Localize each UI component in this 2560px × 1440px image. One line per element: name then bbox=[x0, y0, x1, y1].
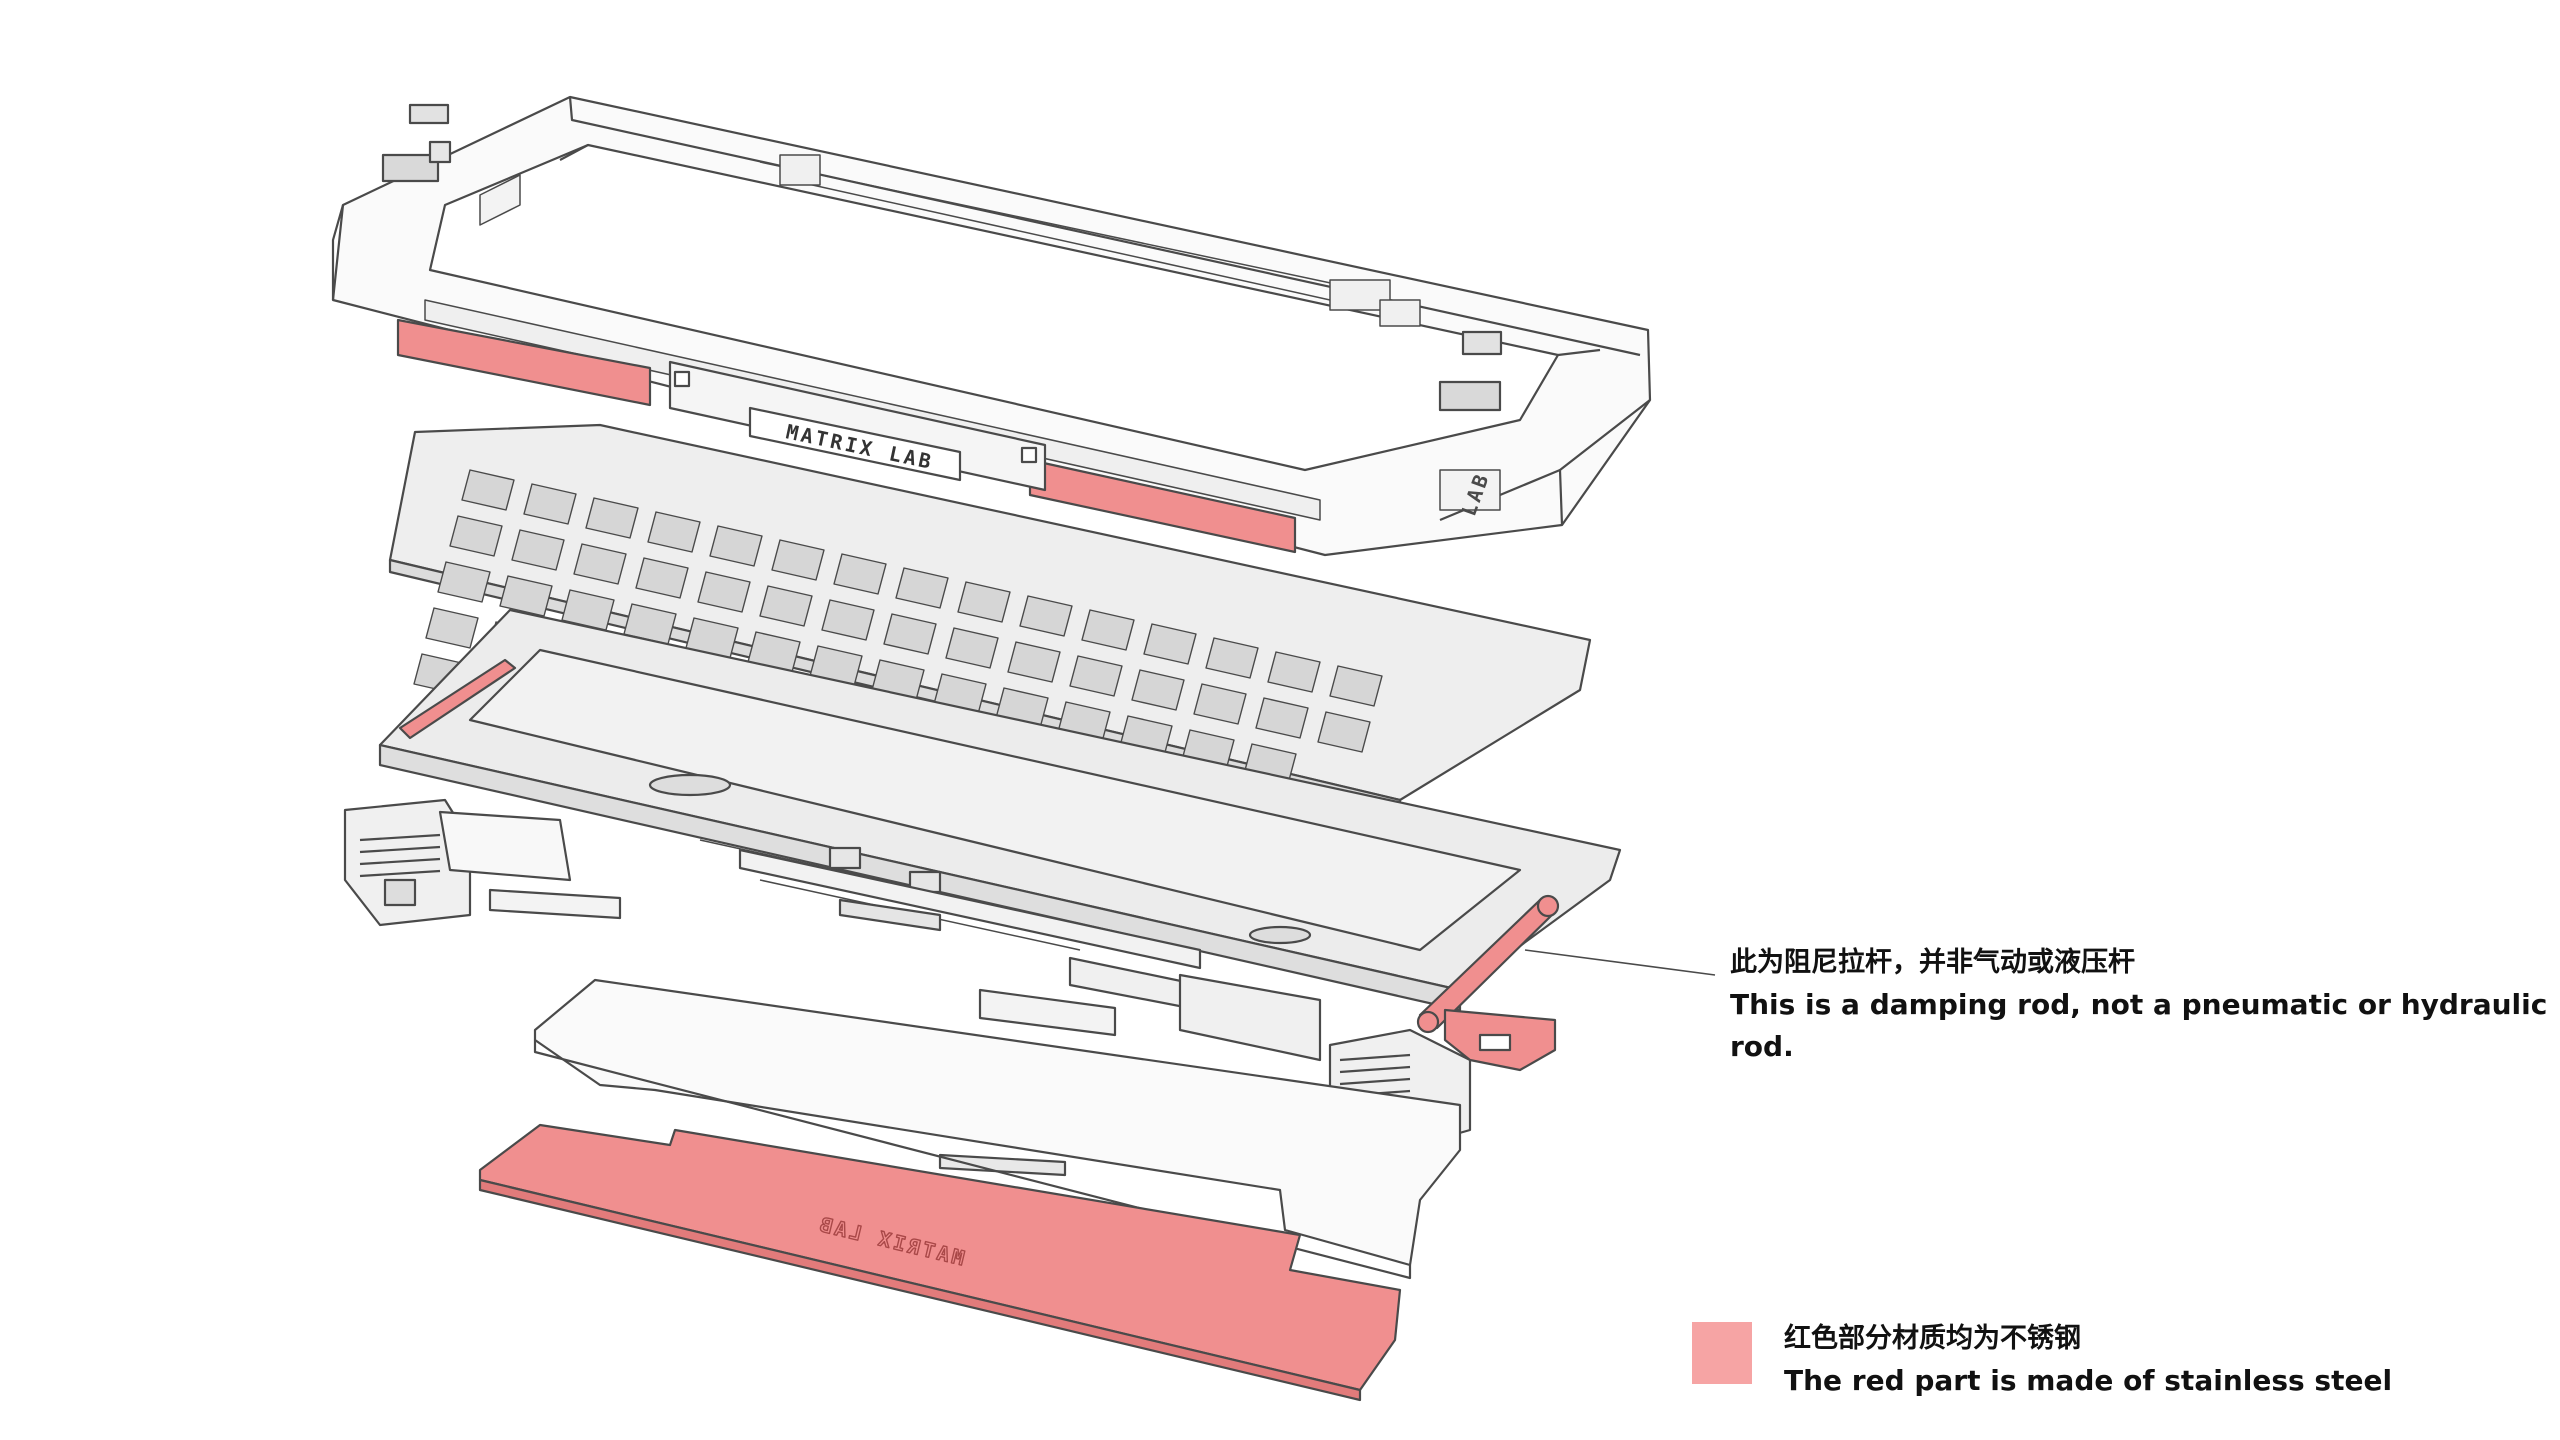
brand-badge: MATRIX LAB bbox=[668, 360, 1047, 492]
key-switch-cutout bbox=[1019, 595, 1073, 637]
key-switch-cutout bbox=[573, 543, 627, 585]
clear-bottom-plate bbox=[533, 978, 1462, 1267]
key-switch-cutout bbox=[895, 567, 949, 609]
rear-spring-block bbox=[488, 888, 622, 920]
key-switch-cutout bbox=[833, 553, 887, 595]
callout-leader-line bbox=[1524, 949, 1716, 976]
rear-switch-block bbox=[408, 103, 450, 125]
key-switch-cutout bbox=[1329, 665, 1383, 707]
key-switch-cutout bbox=[1007, 641, 1061, 683]
rear-connector bbox=[381, 153, 440, 183]
key-switch-cutout bbox=[821, 599, 875, 641]
cutout-slot bbox=[648, 773, 732, 797]
key-switch-cutout bbox=[437, 561, 491, 603]
key-switch-cutout bbox=[1069, 655, 1123, 697]
key-switch-cutout bbox=[883, 613, 937, 655]
key-switch-cutout bbox=[461, 469, 515, 511]
front-rail bbox=[738, 848, 1322, 1062]
battery-pocket bbox=[468, 648, 1522, 952]
key-switch-cutout bbox=[945, 627, 999, 669]
left-damping-strip bbox=[398, 658, 517, 740]
material-legend: 红色部分材质均为不锈钢 The red part is made of stai… bbox=[1692, 1318, 2392, 1402]
key-switch-cutout bbox=[1131, 669, 1185, 711]
damping-rod bbox=[1416, 894, 1560, 1072]
key-switch-cutout bbox=[697, 571, 751, 613]
key-switch-cutout bbox=[1193, 683, 1247, 725]
callout-english: This is a damping rod, not a pneumatic o… bbox=[1730, 988, 2548, 1063]
key-switch-cutout bbox=[499, 575, 553, 617]
legend-chinese: 红色部分材质均为不锈钢 bbox=[1784, 1323, 2081, 1354]
legend-english: The red part is made of stainless steel bbox=[1784, 1364, 2393, 1397]
key-switch-cutout bbox=[635, 557, 689, 599]
key-switch-cutout bbox=[771, 539, 825, 581]
key-switch-cutout bbox=[1205, 637, 1259, 679]
key-switch-cutout bbox=[1317, 711, 1371, 753]
key-switch-cutout bbox=[585, 497, 639, 539]
legend-swatch bbox=[1692, 1322, 1752, 1384]
key-switch-cutout bbox=[511, 529, 565, 571]
loose-part-2 bbox=[938, 1153, 1067, 1177]
pcb-assembly bbox=[378, 608, 1622, 1012]
key-switch-cutout bbox=[709, 525, 763, 567]
left-hinge-assembly bbox=[343, 798, 622, 927]
frame-weight-bar-left bbox=[396, 318, 652, 407]
damping-rod-callout: 此为阻尼拉杆，并非气动或液压杆 This is a damping rod, n… bbox=[1730, 942, 2560, 1068]
key-switch-cutout bbox=[957, 581, 1011, 623]
right-connector bbox=[1438, 380, 1502, 412]
key-switch-cutout bbox=[759, 585, 813, 627]
key-switch-cutout bbox=[1267, 651, 1321, 693]
key-switch-cutout bbox=[1255, 697, 1309, 739]
right-switch-block bbox=[1461, 330, 1503, 356]
key-switch-cutout bbox=[425, 607, 479, 649]
key-switch-cutout bbox=[523, 483, 577, 525]
stainless-weight-plate: MATRIX LAB bbox=[478, 1123, 1402, 1402]
key-switch-cutout bbox=[1081, 609, 1135, 651]
key-switch-cutout bbox=[1143, 623, 1197, 665]
key-switch-cutout bbox=[449, 515, 503, 557]
callout-chinese: 此为阻尼拉杆，并非气动或液压杆 bbox=[1730, 947, 2135, 978]
key-switch-cutout bbox=[647, 511, 701, 553]
loose-part-1 bbox=[978, 988, 1117, 1037]
